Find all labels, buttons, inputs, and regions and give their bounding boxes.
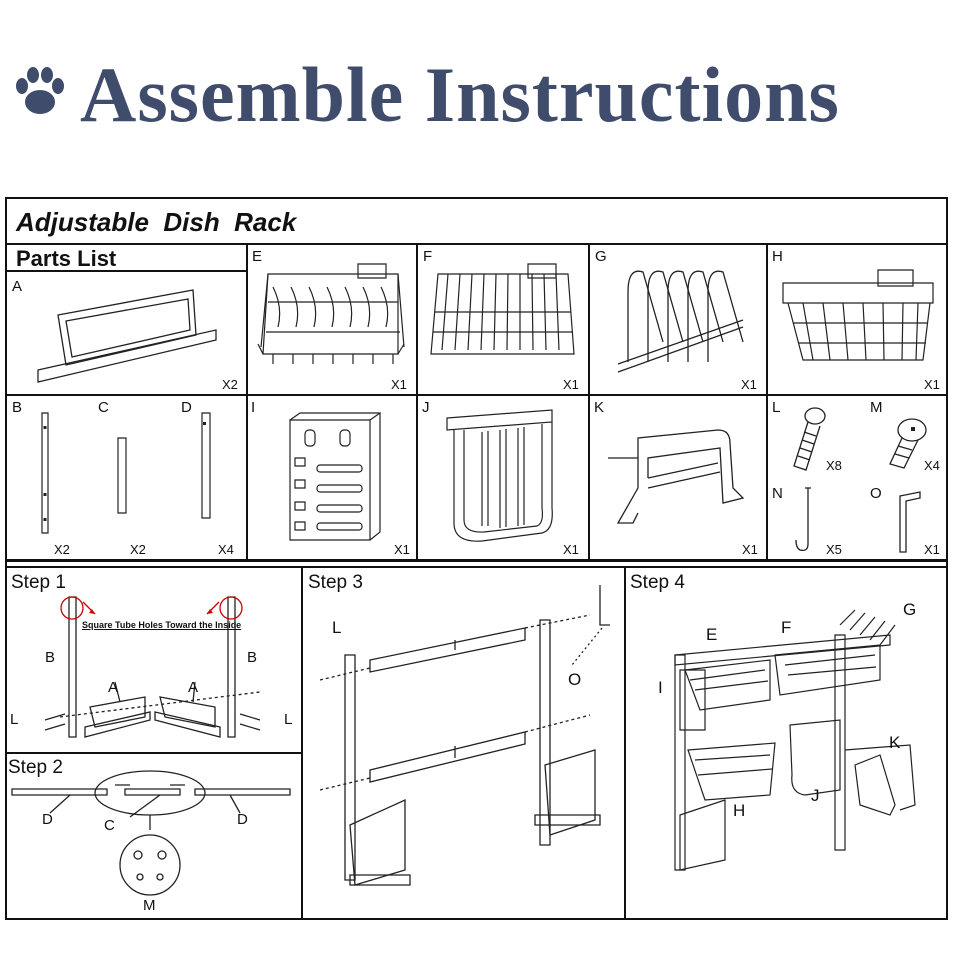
part-label: E — [252, 248, 263, 265]
step-1-label: A — [108, 679, 119, 696]
step-2-label: D — [237, 811, 248, 828]
step-2-drawing — [10, 765, 295, 915]
divider — [624, 566, 626, 920]
part-qty: X2 — [130, 542, 146, 557]
divider — [5, 270, 247, 272]
step-4-label: K — [889, 733, 901, 752]
part-qty: X2 — [222, 377, 238, 392]
part-qty: X1 — [741, 377, 757, 392]
part-label: M — [870, 399, 883, 416]
parts-bcd-drawing — [30, 408, 230, 538]
step-4-label: F — [781, 618, 792, 637]
part-label: O — [870, 485, 882, 502]
divider — [588, 243, 590, 561]
step-3-title: Step 3 — [308, 572, 363, 593]
part-i-drawing — [285, 410, 385, 545]
part-qty: X4 — [218, 542, 234, 557]
step-1-label: L — [10, 711, 19, 728]
part-qty: X1 — [924, 377, 940, 392]
step-2-label: M — [143, 897, 156, 914]
part-qty: X1 — [391, 377, 407, 392]
part-label: G — [595, 248, 607, 265]
step-1-label: L — [284, 711, 293, 728]
part-e-drawing — [258, 262, 408, 372]
divider — [5, 752, 302, 754]
step-1-label: B — [247, 649, 258, 666]
step-3-drawing — [310, 580, 620, 900]
parts-lmno-drawing — [780, 404, 940, 554]
part-label: K — [594, 399, 605, 416]
divider — [301, 566, 303, 920]
paw-print-icon — [16, 67, 64, 114]
divider — [5, 243, 948, 245]
divider — [5, 559, 948, 562]
part-g-drawing — [618, 262, 753, 377]
part-label: J — [422, 399, 430, 416]
divider — [5, 566, 948, 568]
part-qty: X2 — [54, 542, 70, 557]
parts-list-title: Parts List — [16, 246, 117, 271]
part-qty: X1 — [924, 542, 940, 557]
part-h-drawing — [778, 268, 938, 368]
step-3-label: L — [332, 618, 342, 637]
step-4-label: I — [658, 678, 663, 697]
step-4-label: H — [733, 801, 746, 820]
part-qty: X8 — [826, 458, 842, 473]
step-4-label: E — [706, 625, 718, 644]
part-label: D — [181, 399, 192, 416]
rack-title: Adjustable Dish Rack — [16, 207, 297, 237]
part-label: L — [772, 399, 781, 416]
part-k-drawing — [608, 428, 748, 528]
step-2-label: C — [104, 817, 115, 834]
page-title: Assemble Instructions — [80, 51, 840, 138]
part-j-drawing — [442, 408, 557, 548]
step-4-label: J — [811, 786, 820, 805]
part-label: N — [772, 485, 783, 502]
step-2-label: D — [42, 811, 53, 828]
divider — [416, 243, 418, 561]
part-a-drawing — [38, 285, 218, 385]
step-4-drawing — [640, 605, 940, 900]
step-1-title: Step 1 — [11, 572, 66, 593]
part-qty: X1 — [563, 377, 579, 392]
part-label: I — [251, 399, 256, 416]
part-qty: X1 — [742, 542, 758, 557]
part-label: A — [12, 278, 23, 295]
instruction-sheet — [5, 197, 948, 920]
part-label: C — [98, 399, 109, 416]
step-1-note: Square Tube Holes Toward the Inside — [82, 620, 242, 630]
part-qty: X4 — [924, 458, 940, 473]
divider — [766, 243, 768, 561]
part-label: H — [772, 248, 783, 265]
step-1-label: B — [45, 649, 56, 666]
part-label: F — [423, 248, 433, 265]
divider — [5, 394, 948, 396]
step-1-drawing — [15, 592, 300, 747]
step-4-label: G — [903, 600, 917, 619]
header: Assemble Instructions — [0, 40, 960, 150]
step-2-title: Step 2 — [8, 757, 63, 778]
part-qty: X1 — [563, 542, 579, 557]
step-1-label: A — [188, 679, 199, 696]
step-3-label: O — [568, 670, 582, 689]
step-4-title: Step 4 — [630, 572, 685, 593]
part-qty: X1 — [394, 542, 410, 557]
part-qty: X5 — [826, 542, 842, 557]
divider — [246, 243, 248, 561]
part-f-drawing — [428, 262, 578, 372]
part-label: B — [12, 399, 23, 416]
